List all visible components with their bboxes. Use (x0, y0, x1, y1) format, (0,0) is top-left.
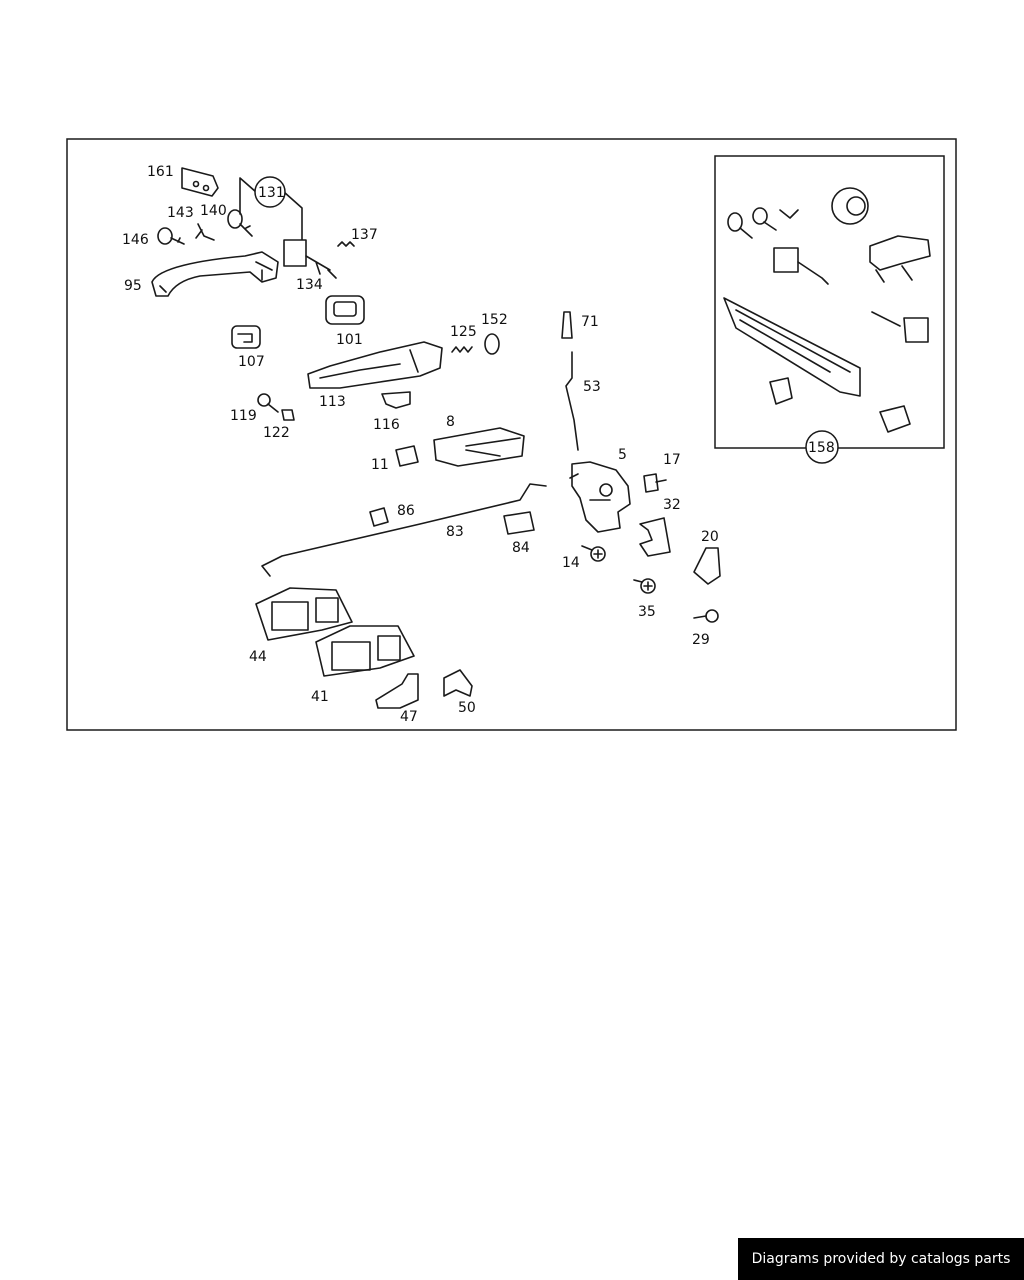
callout-146: 146 (122, 232, 149, 248)
callout-101: 101 (336, 332, 363, 348)
part-125-spring (451, 346, 473, 353)
callout-131: 131 (258, 185, 285, 201)
callout-161: 161 (147, 164, 174, 180)
part-101-bezel (325, 295, 365, 325)
callout-83: 83 (446, 524, 464, 540)
part-14-screw (581, 545, 606, 562)
callout-71: 71 (581, 314, 599, 330)
part-116-clip (381, 391, 411, 409)
part-143-key-blank (195, 223, 215, 241)
callout-107: 107 (238, 354, 265, 370)
inset-parts (723, 187, 931, 433)
part-107-clip (231, 325, 261, 349)
callout-143: 143 (167, 205, 194, 221)
callout-circle-131 (254, 176, 286, 208)
part-146-key (157, 227, 185, 245)
callout-35: 35 (638, 604, 656, 620)
callout-116: 116 (373, 417, 400, 433)
callout-20: 20 (701, 529, 719, 545)
part-113-handle-carrier (307, 341, 443, 389)
callout-95: 95 (124, 278, 142, 294)
callout-134: 134 (296, 277, 323, 293)
callout-47: 47 (400, 709, 418, 725)
part-11-clip (395, 445, 419, 467)
part-137-spring (337, 241, 355, 247)
callout-17: 17 (663, 452, 681, 468)
callout-44: 44 (249, 649, 267, 665)
callout-circle-158 (805, 430, 839, 464)
callout-158: 158 (808, 440, 835, 456)
part-8-handle-pad (433, 427, 525, 467)
callout-32: 32 (663, 497, 681, 513)
part-86-clip (369, 507, 389, 527)
part-119-screw (257, 393, 279, 413)
callout-5: 5 (618, 447, 627, 463)
part-53-lock-rod (565, 351, 579, 451)
part-47-trim-piece (375, 673, 419, 709)
part-32-wedge (639, 517, 671, 557)
part-29-screw (693, 609, 719, 623)
part-50-cover (443, 669, 473, 697)
callout-125: 125 (450, 324, 477, 340)
part-17-screw (643, 473, 667, 493)
callout-84: 84 (512, 540, 530, 556)
part-161-cover-plate (181, 167, 219, 197)
callout-86: 86 (397, 503, 415, 519)
part-41-inner-trim (315, 625, 415, 677)
leader-131 (239, 177, 303, 241)
part-84-bracket (503, 511, 535, 535)
callout-122: 122 (263, 425, 290, 441)
part-95-door-handle (151, 251, 279, 297)
callout-50: 50 (458, 700, 476, 716)
part-122-bushing (281, 409, 295, 421)
inset-frame (714, 155, 945, 449)
part-35-screw (633, 578, 656, 594)
callout-8: 8 (446, 414, 455, 430)
callout-119: 119 (230, 408, 257, 424)
part-152-grommet (484, 333, 500, 355)
part-134-lock-cylinder (283, 239, 337, 279)
part-140-key (227, 209, 253, 237)
diagram-frame (66, 138, 957, 731)
footer-credit: Diagrams provided by catalogs parts (738, 1238, 1024, 1280)
callout-152: 152 (481, 312, 508, 328)
callout-41: 41 (311, 689, 329, 705)
part-83-connecting-rod (261, 483, 547, 577)
callout-11: 11 (371, 457, 389, 473)
callout-140: 140 (200, 203, 227, 219)
part-71-lock-knob (561, 311, 573, 339)
callout-113: 113 (319, 394, 346, 410)
callout-14: 14 (562, 555, 580, 571)
callout-53: 53 (583, 379, 601, 395)
part-5-door-latch (569, 461, 631, 533)
part-44-inner-trim (255, 587, 353, 641)
callout-29: 29 (692, 632, 710, 648)
callout-137: 137 (351, 227, 378, 243)
part-20-striker (693, 547, 721, 585)
